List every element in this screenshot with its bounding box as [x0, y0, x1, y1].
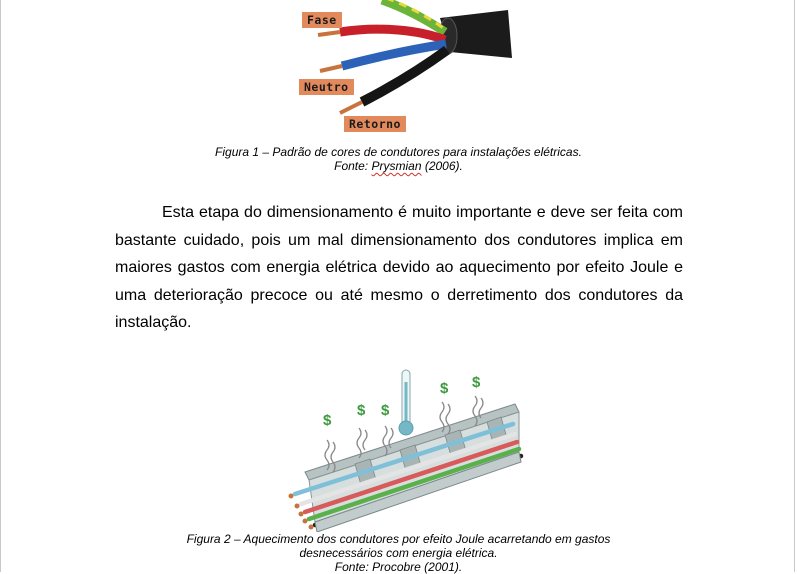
thermometer-icon [398, 369, 414, 436]
figure-1-caption: Figura 1 – Padrão de cores de condutores… [215, 145, 582, 159]
page-right-edge [794, 0, 795, 572]
money-icon: $ [440, 380, 449, 397]
wire-neutro [340, 39, 447, 71]
cable-sheath [440, 10, 512, 58]
spellcheck-word: Prysmian [371, 159, 422, 173]
figure-2-caption-line2: desnecessários com energia elétrica. [299, 546, 498, 560]
money-icon: $ [357, 402, 366, 419]
money-icon: $ [323, 412, 332, 429]
money-icon: $ [381, 402, 390, 419]
wire-ground [380, 0, 448, 36]
wire-fase [339, 24, 447, 45]
label-retorno: Retorno [344, 116, 406, 132]
figure-2-caption-line1: Figura 2 – Aquecimento dos condutores po… [186, 532, 611, 546]
wire-retorno [359, 45, 450, 107]
money-icon: $ [472, 374, 481, 391]
figure-1-cable-colors: Fase Neutro Retorno [290, 0, 520, 135]
body-paragraph: Esta etapa do dimensionamento é muito im… [115, 204, 683, 331]
page-left-edge [0, 0, 1, 572]
cable-tray-illustration [288, 369, 524, 533]
label-neutro: Neutro [299, 79, 354, 95]
cable-illustration [317, 0, 512, 115]
figure-2-source: Fonte: Procobre (2001). [334, 560, 463, 574]
figure-2-joule-heating: $ $ $ $ $ [275, 362, 525, 533]
label-fase: Fase [302, 12, 342, 28]
figure-1-source: Fonte: Prysmian (2006). [334, 159, 463, 173]
